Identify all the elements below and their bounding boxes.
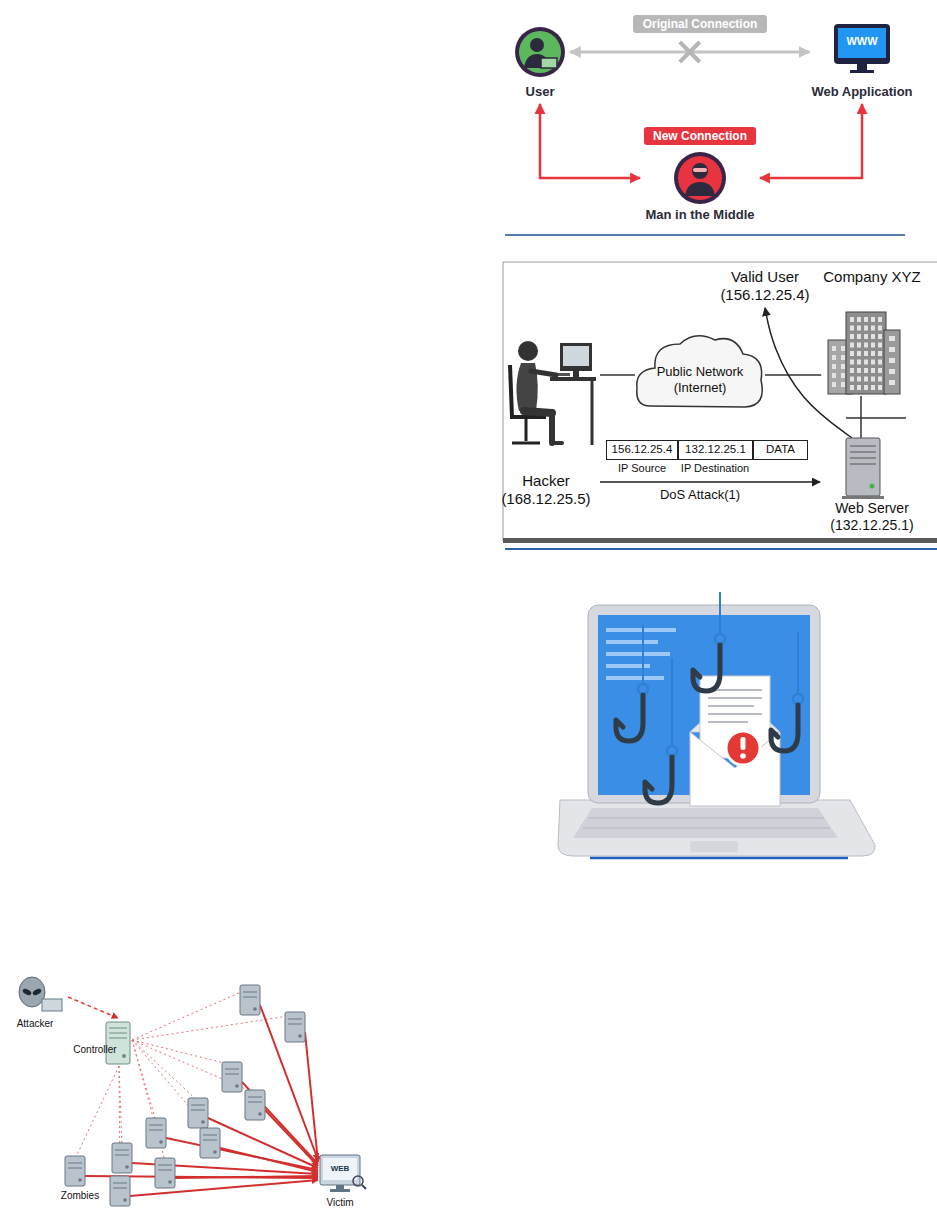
reply-arrow: [765, 308, 852, 438]
attacker-icon: Attacker: [8, 975, 68, 1031]
node-label: Victim: [326, 1197, 353, 1209]
connection-tag: New Connection: [644, 127, 756, 145]
zombie-server: [245, 1090, 265, 1120]
packet-field: 132.12.25.1: [678, 440, 753, 460]
zombie-server: [285, 1012, 305, 1042]
zombie-server: [240, 985, 260, 1015]
node-label: 156.12.25.4: [612, 443, 673, 457]
node-label: Man in the Middle: [645, 207, 754, 223]
connector-group: [68, 52, 862, 1018]
packet-field: DATA: [753, 440, 808, 460]
node-label: DATA: [766, 443, 795, 457]
network-link: [860, 396, 862, 438]
phishing-illustration: [558, 592, 875, 858]
broken-mark: [680, 42, 700, 62]
node-label: Attacker: [17, 1018, 54, 1030]
attack-line: [208, 1118, 318, 1168]
web-server: Web Server (132.12.25.1): [820, 438, 924, 536]
network-link: [600, 374, 635, 376]
command-line: [132, 1040, 210, 1131]
controller-server: Controller: [70, 1018, 140, 1078]
node-label: WEB: [331, 1164, 350, 1174]
node-label: User: [526, 84, 555, 100]
edge-label: DoS Attack(1): [657, 487, 743, 503]
node-label: Valid User (156.12.25.4): [705, 268, 825, 304]
command-arrow: [68, 997, 118, 1018]
node-label: 132.12.25.1: [685, 443, 746, 457]
field-caption: IP Source: [618, 462, 666, 475]
attack-arrow: [600, 481, 820, 483]
command-line: [132, 1040, 232, 1065]
node-icon: [822, 268, 922, 396]
node-label: Web Server (132.12.25.1): [822, 500, 922, 534]
command-line: [132, 1015, 295, 1040]
node-label: Public Network (Internet): [650, 364, 750, 395]
zombie-server: [188, 1098, 208, 1128]
command-line: [132, 1040, 165, 1161]
divider-line: [505, 234, 905, 236]
zombie-server: [110, 1176, 130, 1206]
command-line: [132, 988, 250, 1040]
node-label: Hacker (168.12.25.5): [494, 472, 598, 508]
command-line: [132, 1040, 156, 1121]
zombie-server: [155, 1158, 175, 1188]
network-link: [765, 374, 821, 376]
node-label: Web Application: [811, 84, 912, 100]
zombie-server: [222, 1062, 242, 1092]
user-node: User: [510, 24, 570, 104]
attack-line: [265, 1110, 318, 1166]
zombie-server: [200, 1128, 220, 1158]
packet-field: 156.12.25.4: [606, 440, 678, 460]
hacker-figure: Hacker (168.12.25.5): [492, 335, 600, 507]
web-application-node: WWW Web Application: [809, 24, 914, 104]
internet-cloud: Public Network (Internet): [635, 330, 765, 410]
field-caption: IP Destination: [681, 462, 749, 475]
node-label: WWW: [846, 35, 877, 48]
connection-arrow: [540, 104, 640, 178]
command-line: [132, 1040, 198, 1101]
zombie-network: [65, 985, 318, 1206]
company-building: Company XYZ: [821, 268, 923, 396]
zombie-server: [112, 1143, 132, 1173]
edge-label: Original Connection: [633, 15, 768, 33]
command-line: [132, 1040, 255, 1093]
victim-server: WEB Victim: [300, 1153, 380, 1213]
attacker-node: Man in the Middle: [640, 150, 760, 225]
valid-user-label: Valid User (156.12.25.4): [703, 268, 827, 308]
group-label: Zombies: [61, 1190, 99, 1202]
zombie-server: [65, 1156, 85, 1186]
attack-line: [305, 1032, 318, 1162]
connection-arrow: [760, 104, 862, 178]
zombie-server: [146, 1118, 166, 1148]
node-label: Company XYZ: [823, 268, 921, 286]
node-label: Controller: [73, 1044, 116, 1056]
